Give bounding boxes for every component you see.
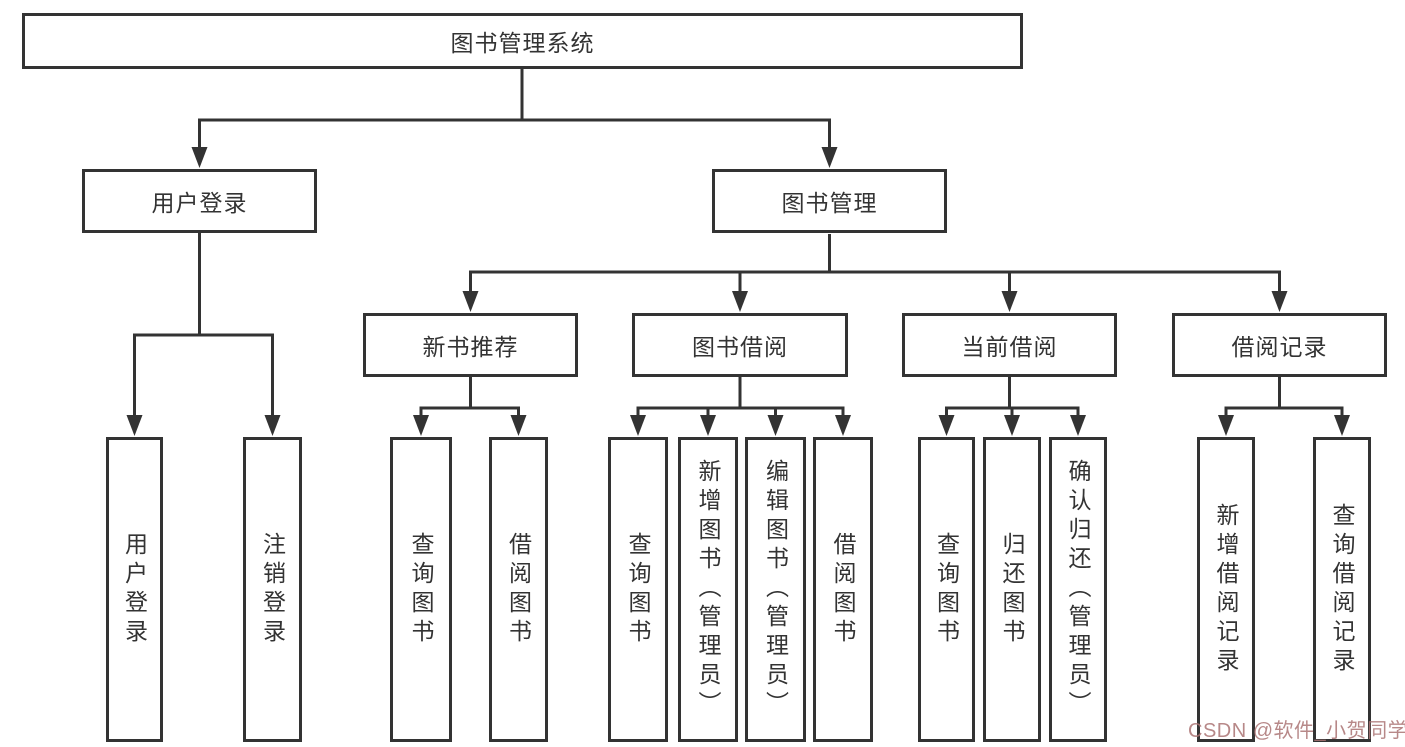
node-book-borrowing: 图书借阅	[632, 313, 848, 377]
leaf-borrow-books-1: 借阅图书	[489, 437, 548, 742]
leaf-user-login: 用户登录	[106, 437, 163, 742]
arrowhead-leaf-query-book-1	[413, 415, 429, 436]
node-borrowing-records: 借阅记录	[1172, 313, 1387, 377]
arrowhead-leaf-add-book	[700, 415, 716, 436]
node-new-book-recommendation: 新书推荐	[363, 313, 578, 377]
arrowhead-current-borrow	[1001, 291, 1018, 312]
leaf-borrow-books-2: 借阅图书	[813, 437, 873, 742]
arrowhead-user-login	[191, 147, 208, 168]
arrowhead-leaf-borrow-book-1	[510, 415, 527, 436]
connector-newbookrec-to-leaves	[419, 377, 520, 418]
leaf-logout: 注销登录	[243, 437, 302, 742]
arrowhead-book-borrow	[732, 291, 748, 312]
leaf-query-books-1: 查询图书	[390, 437, 452, 742]
arrowhead-leaf-edit-book	[767, 415, 784, 436]
arrowhead-leaf-confirm-return	[1070, 415, 1086, 436]
arrowhead-new-book-rec	[462, 291, 479, 312]
leaf-add-book-admin: 新增图书（管理员）	[678, 437, 738, 742]
arrowhead-leaf-query-book-2	[630, 415, 646, 436]
connector-borrowrecord-to-leaves	[1224, 377, 1344, 418]
connector-userlogin-to-leaves	[133, 233, 274, 418]
node-library-management-system: 图书管理系统	[22, 13, 1023, 69]
arrowhead-leaf-borrow-book-2	[835, 415, 851, 436]
connector-bookmgmt-to-level3	[469, 234, 1281, 294]
arrowhead-book-mgmt	[821, 147, 838, 168]
leaf-query-books-2: 查询图书	[608, 437, 668, 742]
arrowhead-leaf-logout	[264, 415, 281, 436]
leaf-add-borrow-record: 新增借阅记录	[1197, 437, 1255, 742]
node-book-management: 图书管理	[712, 169, 947, 233]
connector-bookborrow-to-leaves	[636, 377, 845, 418]
arrowhead-leaf-return-book	[1004, 415, 1020, 436]
arrowhead-borrow-record	[1271, 291, 1288, 312]
leaf-return-books: 归还图书	[983, 437, 1041, 742]
csdn-watermark: CSDN @软件_小贺同学	[1188, 720, 1405, 742]
leaf-query-books-3: 查询图书	[918, 437, 975, 742]
connector-root-to-level2	[198, 69, 831, 150]
arrowhead-leaf-query-book-3	[938, 415, 955, 436]
arrowhead-leaf-query-record	[1334, 415, 1350, 436]
leaf-query-borrow-record: 查询借阅记录	[1313, 437, 1371, 742]
arrowhead-leaf-add-record	[1218, 415, 1234, 436]
leaf-confirm-return-admin: 确认归还（管理员）	[1049, 437, 1107, 742]
node-current-borrowing: 当前借阅	[902, 313, 1117, 377]
node-user-login: 用户登录	[82, 169, 317, 233]
leaf-edit-book-admin: 编辑图书（管理员）	[745, 437, 806, 742]
arrowhead-leaf-user-login	[126, 415, 143, 436]
connector-currentborrow-to-leaves	[945, 377, 1080, 418]
